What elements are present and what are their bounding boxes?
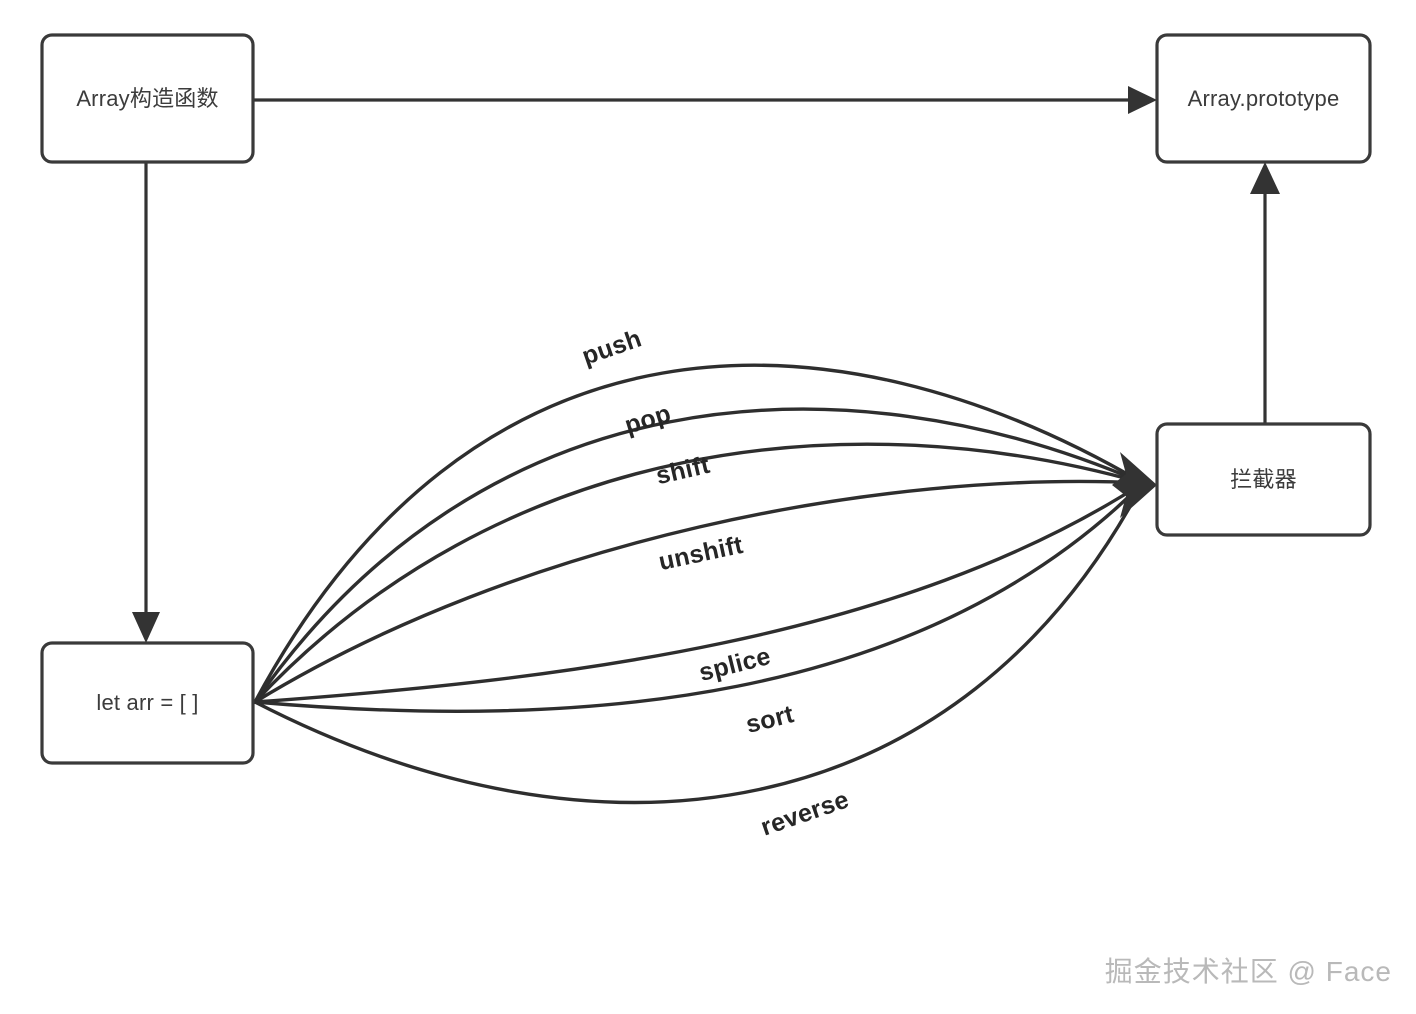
node-box-let-arr[interactable] — [40, 641, 255, 765]
arrow-head-prototype-bottom — [1250, 162, 1280, 194]
arrow-head-interceptor-left — [1112, 452, 1157, 518]
watermark: 掘金技术社区 @ Face — [1104, 956, 1392, 987]
arrow-head-prototype-left — [1128, 86, 1157, 114]
node-box-array-constructor[interactable] — [40, 33, 255, 164]
arrow-head-arr-top — [132, 612, 160, 643]
curve-splice — [253, 481, 1145, 704]
edge-constructor-to-prototype — [253, 86, 1157, 114]
curve-pop — [253, 407, 1145, 704]
edge-constructor-to-arr — [132, 162, 160, 643]
curve-unshift — [253, 479, 1145, 704]
edge-interceptor-to-prototype — [1250, 162, 1280, 424]
node-box-interceptor[interactable] — [1155, 422, 1372, 537]
curve-push — [253, 363, 1145, 704]
curve-shift — [253, 442, 1145, 704]
node-box-array-prototype[interactable] — [1155, 33, 1372, 164]
curve-reverse — [253, 481, 1145, 805]
method-edge-curves — [253, 363, 1157, 805]
curve-sort — [253, 481, 1145, 713]
